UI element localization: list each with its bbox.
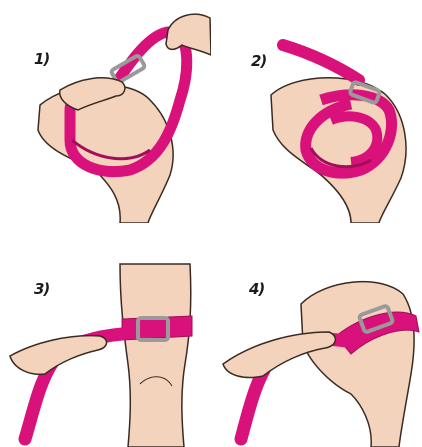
thigh-shape — [120, 264, 191, 447]
hand — [10, 336, 107, 375]
step-1-illustration — [0, 0, 211, 223]
thigh-shape — [301, 282, 414, 447]
step-4-illustration — [211, 224, 422, 447]
step-2-panel: 2) — [211, 0, 422, 223]
step-2-illustration — [211, 0, 422, 223]
step-3-illustration — [0, 224, 211, 447]
step-1-panel: 1) — [0, 0, 211, 223]
step-3-panel: 3) — [0, 224, 211, 447]
strap-tail — [283, 45, 359, 80]
step-4-panel: 4) — [211, 224, 422, 447]
